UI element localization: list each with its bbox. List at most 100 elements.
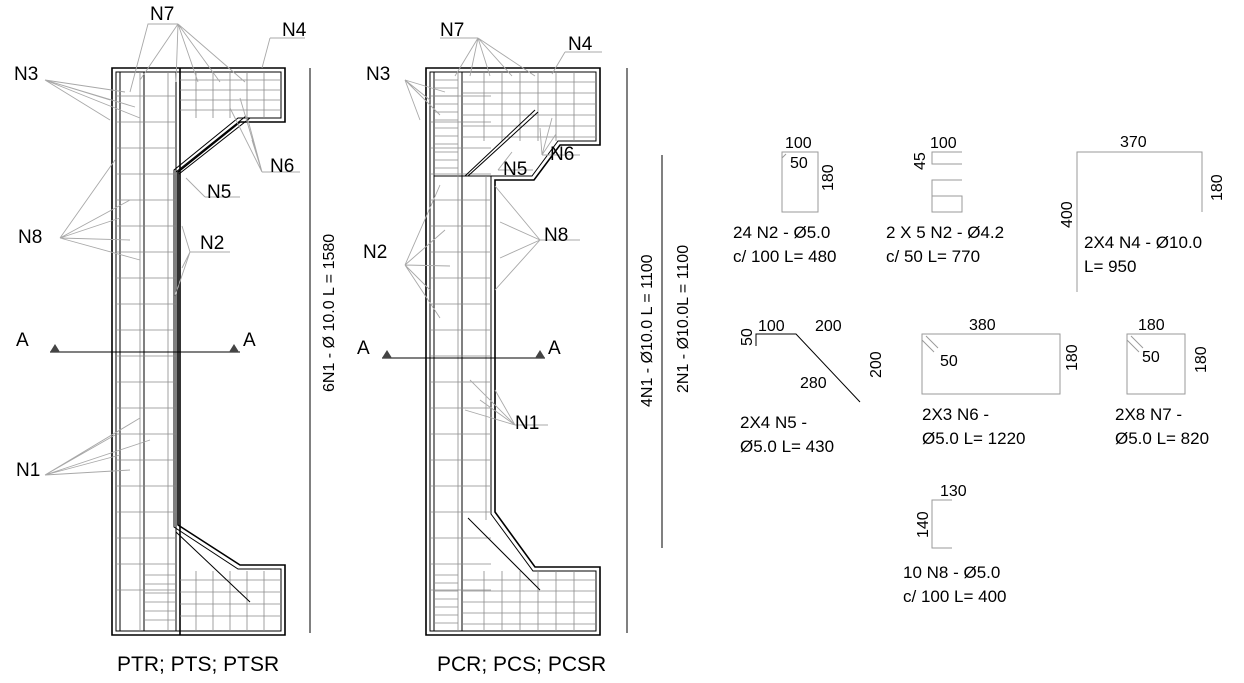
right-label-n6: N6 [550,144,574,165]
right-diag-top-n5 [464,109,536,177]
left-label-n4: N4 [282,20,307,41]
shape-n5-dim-hook: 50 [739,328,756,346]
left-top-grid [180,72,281,118]
right-outline [425,67,601,636]
shape-n2a-dim-hook: 50 [790,155,808,172]
shape-n8-caption-1: 10 N8 - Ø5.0 [903,563,1000,582]
shape-n2a-dim-width: 100 [785,135,812,152]
shape-n5-dim-diagonal: 280 [800,375,827,392]
shape-n6: 380 50 180 2X3 N6 - Ø5.0 L= 1220 [921,317,1081,448]
right-longitudinal-bar-label-2: 2N1 - Ø10.0L = 1100 [675,245,692,393]
shape-n4-drawing [1076,151,1203,292]
shape-n8-dim-width: 130 [940,483,967,500]
shape-n6-dim-height: 180 [1064,344,1081,371]
shape-n2b-dim-height: 45 [912,152,929,170]
shape-n2b-caption-1: 2 X 5 N2 - Ø4.2 [886,223,1004,242]
right-label-n7: N7 [440,20,464,41]
shape-n7: 180 50 180 2X8 N7 - Ø5.0 L= 820 [1115,317,1210,448]
left-longitudinal-bar-label: 6N1 - Ø 10.0 L = 1580 [321,234,338,392]
left-section-title: PTR; PTS; PTSR [117,653,279,676]
shape-n2a-dim-height: 180 [820,164,837,191]
shape-n8-caption-2: c/ 100 L= 400 [903,587,1007,606]
shape-n4-dim-top: 370 [1120,134,1147,151]
shape-n6-drawing [921,333,1061,395]
shape-n6-caption-1: 2X3 N6 - [922,405,989,424]
right-bottom-grid [434,571,596,631]
right-longitudinal-bar-label-1: 4N1 - Ø10.0 L = 1100 [639,254,656,407]
shape-n8-dim-height: 140 [915,511,932,538]
shape-n8: 130 140 10 N8 - Ø5.0 c/ 100 L= 400 [903,483,1007,606]
right-section-title: PCR; PCS; PCSR [437,653,606,676]
right-top-grid [434,72,596,169]
right-section-marker-right [535,350,545,358]
right-leader-lines [404,37,602,426]
left-label-n5: N5 [207,182,231,203]
shape-n4-dim-left: 400 [1059,201,1076,228]
shape-n7-caption-2: Ø5.0 L= 820 [1115,429,1209,448]
shape-n8-drawing [931,499,952,549]
shape-n6-dim-hook: 50 [940,353,958,370]
shape-n2b-top [931,151,962,165]
left-diag-top-n5 [175,115,247,173]
shape-n4: 370 180 400 2X4 N4 - Ø10.0 L= 950 [1059,134,1226,292]
left-outline [111,67,286,636]
right-label-n2: N2 [363,242,387,263]
shape-n5-drawing [755,333,861,403]
left-diag-top-n5b [178,117,251,175]
right-label-n1: N1 [515,413,539,434]
shape-n5-caption-1: 2X4 N5 - [740,413,807,432]
right-label-n5: N5 [503,159,527,180]
shape-n2b-dim-width: 100 [930,135,957,152]
shape-n4-dim-right: 180 [1209,174,1226,201]
right-diag-top-n5b [467,111,539,177]
left-leader-lines [44,23,305,476]
right-label-n3: N3 [366,64,390,85]
right-inner-outline [429,71,597,632]
shape-n5-caption-2: Ø5.0 L= 430 [740,437,834,456]
shape-n7-dim-width: 180 [1138,317,1165,334]
shape-n5-dim-vertical: 200 [868,351,885,378]
left-bottom-grid [144,571,281,631]
shape-n7-drawing [1126,333,1186,395]
shape-n2a-caption-1: 24 N2 - Ø5.0 [733,223,830,242]
shape-n2b: 100 45 2 X 5 N2 - Ø4.2 c/ 50 L= 770 [886,135,1004,266]
shape-n4-caption-1: 2X4 N4 - Ø10.0 [1084,233,1202,252]
left-label-n6: N6 [270,156,294,177]
left-section-mark-left: A [16,330,29,351]
shape-n6-caption-2: Ø5.0 L= 1220 [922,429,1026,448]
shape-n6-dim-width: 380 [969,317,996,334]
right-section-marker-left [382,350,392,358]
right-label-n4: N4 [568,34,593,55]
right-stirrups [430,72,491,631]
right-section-mark-right: A [548,338,561,359]
shape-n2a: 100 50 180 24 N2 - Ø5.0 c/ 100 L= 480 [733,135,837,266]
shape-n4-caption-2: L= 950 [1084,257,1136,276]
right-label-n8: N8 [544,225,568,246]
left-inner-outline [115,71,282,632]
shape-n7-dim-height: 180 [1193,346,1210,373]
shape-n5-dim-top: 100 [758,318,785,335]
shape-n5: 50 100 200 280 200 2X4 N5 - Ø5.0 L= 430 [739,318,885,456]
shape-n5-dim-horizontal: 200 [815,318,842,335]
left-section-marker-right [229,344,239,352]
shape-n2b-bottom [931,179,963,213]
right-diag-bot [467,517,541,591]
left-section-mark-right: A [243,330,256,351]
left-label-n2: N2 [200,233,224,254]
left-label-n7: N7 [150,4,174,25]
left-label-n3: N3 [14,64,38,85]
left-diag-bot [175,531,251,603]
left-label-n1: N1 [16,460,40,481]
bar-schedule: 100 50 180 24 N2 - Ø5.0 c/ 100 L= 480 10… [733,134,1226,606]
right-section-mark-left: A [357,338,370,359]
shape-n2a-drawing [781,151,819,213]
shape-n2a-caption-2: c/ 100 L= 480 [733,247,837,266]
shape-n7-caption-1: 2X8 N7 - [1115,405,1182,424]
right-section: N7 N4 N3 N6 N5 N2 N8 N1 A A 4N1 - Ø10.0 … [357,20,692,676]
left-label-n8: N8 [18,227,42,248]
shape-n2b-caption-2: c/ 50 L= 770 [886,247,980,266]
left-section: N7 N4 N3 N6 N5 N8 N2 N1 A A 6N1 - Ø 10.0… [14,4,338,676]
left-section-marker-left [50,344,60,352]
shape-n7-dim-hook: 50 [1142,349,1160,366]
